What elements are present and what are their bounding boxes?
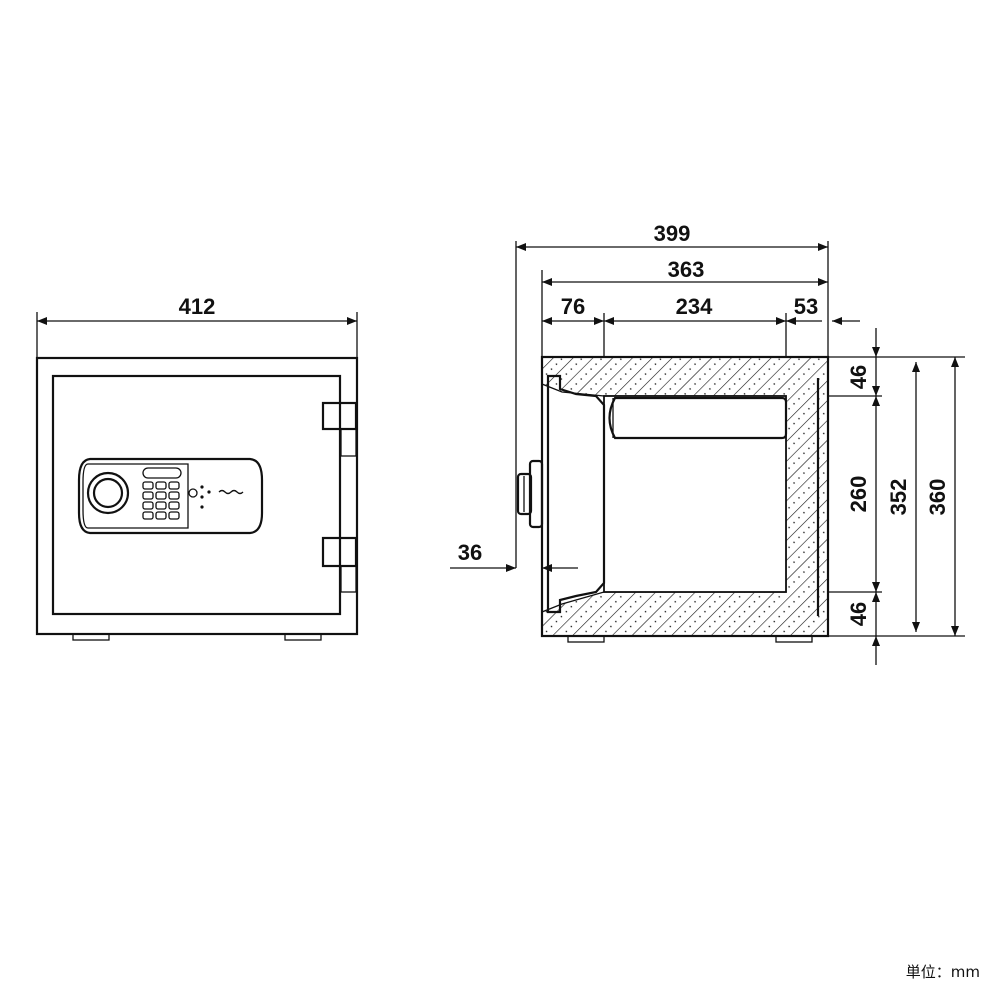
wall-front-label: 76: [561, 294, 585, 319]
inner-tray: [608, 396, 788, 440]
depth-outer-label: 399: [654, 221, 691, 246]
dial-knob-icon: [86, 471, 130, 515]
keypad-key: [142, 481, 154, 490]
wall-back-label: 53: [794, 294, 818, 319]
front-width-label: 412: [179, 294, 216, 319]
hinge-top: [321, 401, 358, 457]
overall-height-label: 360: [925, 479, 950, 516]
keypad-key: [155, 501, 167, 510]
brand-logo-icon: [218, 489, 244, 495]
safe-door: [51, 374, 342, 616]
keypad-key: [142, 501, 154, 510]
interior-depth-label: 234: [676, 294, 713, 319]
wall-bottom-label: 46: [846, 602, 871, 626]
side-view: 399 363 76 234 53: [450, 221, 965, 665]
body-height-label: 352: [886, 479, 911, 516]
keypad-key: [155, 481, 167, 490]
side-foot-back: [775, 635, 813, 643]
interior-cavity: [603, 395, 787, 593]
front-view: 412: [35, 294, 359, 641]
unit-note: 単位：mm: [905, 963, 980, 981]
keypad-buttons: [142, 481, 180, 520]
interior-height-label: 260: [846, 476, 871, 513]
safe-body-front: [35, 356, 359, 636]
display-window: [142, 467, 182, 479]
door-profile: [546, 374, 606, 614]
keypad-lock-panel: [77, 457, 264, 535]
keypad-key: [155, 511, 167, 520]
foot-right: [284, 633, 322, 641]
keypad-key: [168, 501, 180, 510]
foot-left: [72, 633, 110, 641]
keypad-key: [168, 491, 180, 500]
handle-protrusion-label: 36: [458, 540, 482, 565]
depth-body-label: 363: [668, 257, 705, 282]
keypad-key: [155, 491, 167, 500]
keypad-key: [142, 491, 154, 500]
wall-top-label: 46: [846, 365, 871, 389]
keypad-key: [142, 511, 154, 520]
keypad-key: [168, 481, 180, 490]
handle-knob: [516, 459, 544, 529]
keypad-key: [168, 511, 180, 520]
hinge-bottom: [321, 536, 358, 593]
side-foot-front: [567, 635, 605, 643]
